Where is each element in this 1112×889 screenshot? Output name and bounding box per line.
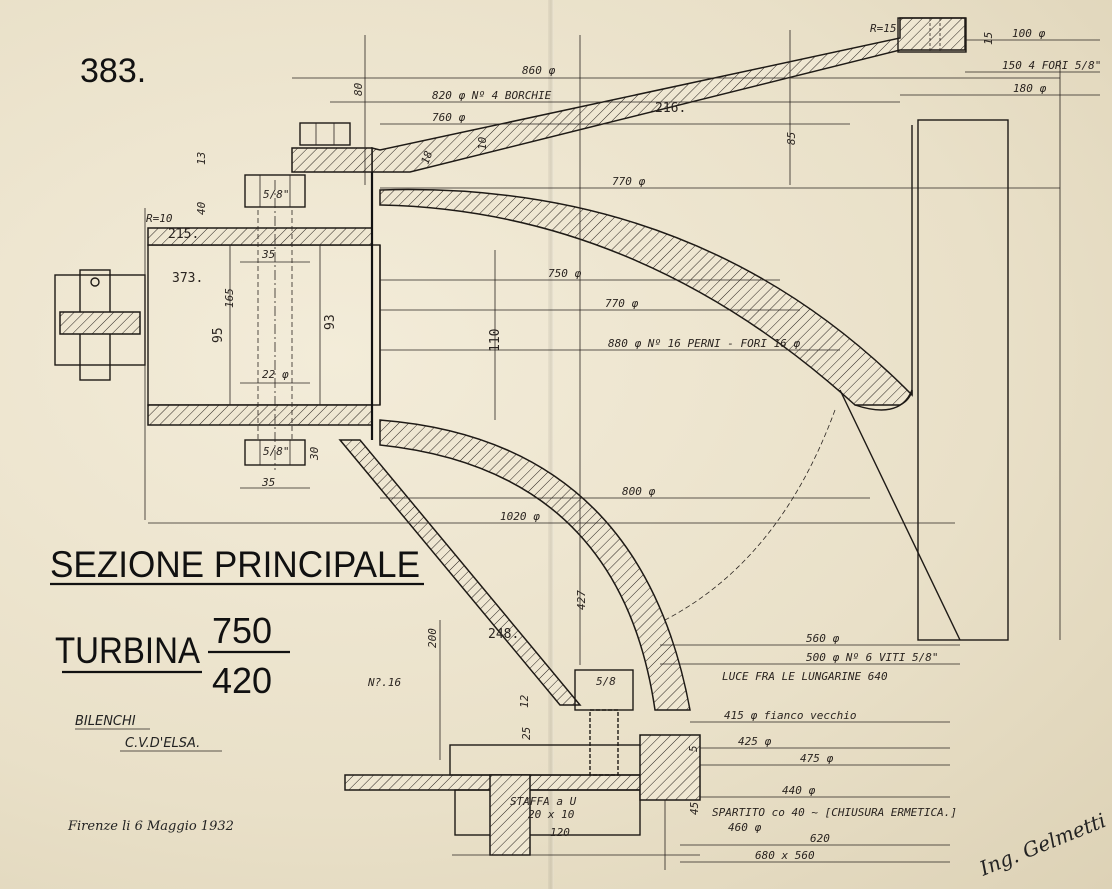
dim-v12: 12 [518,694,531,708]
hub-body [147,244,381,406]
label-np16: N?.16 [367,676,401,689]
date-text: Firenze li 6 Maggio 1932 [67,819,234,834]
dimension-texts: 860 φ 820 φ Nº 4 BORCHIE 760 φ 770 φ 750… [146,22,1101,862]
dim-v165: 165 [223,288,236,308]
label-248: 248. [488,627,519,642]
dimension-lines [144,30,1100,863]
dim-440: 440 φ [782,784,815,797]
signature: Ing. Gelmetti [975,808,1109,881]
dim-770a: 770 φ [612,175,645,188]
dim-v110: 110 [488,329,503,352]
dim-v35bot: 35 [261,476,275,489]
dim-120: 120 [550,826,570,839]
dim-800: 800 φ [622,485,655,498]
label-216: 216. [655,101,686,116]
dim-v10: 10 [476,136,489,150]
dim-750: 750 φ [548,267,581,280]
dim-v5: 5 [687,745,700,752]
dim-v200: 200 [426,628,439,648]
upper-curved-duct [379,188,913,406]
dim-620: 620 [810,832,830,845]
paper-fold [548,0,554,889]
dim-spartito: SPARTITO co 40 ~ [CHIUSURA ERMETICA.] [712,806,957,819]
dim-1020: 1020 φ [500,510,540,523]
dim-760: 760 φ [432,111,465,124]
dim-luce: LUCE FRA LE LUNGARINE 640 [722,670,888,683]
staffa-block [489,774,531,856]
subtitle-prefix: TURBINA [55,630,200,671]
right-housing [917,119,1009,641]
dim-860: 860 φ [522,64,555,77]
dim-150: 150 4 FORI 5/8" [1002,59,1101,72]
dim-770b: 770 φ [605,297,638,310]
location-line2: C.V.D'ELSA. [125,736,200,751]
dim-425: 425 φ [738,735,771,748]
dim-v35top: 35 [261,248,275,261]
diagonal-brace [338,439,582,706]
dim-v85: 85 [785,132,798,145]
dim-475: 475 φ [800,752,833,765]
dim-v58top: 5/8" [263,188,290,201]
subtitle-denominator: 420 [212,660,272,701]
dim-v22: 22 φ [262,368,289,381]
dim-820: 820 φ Nº 4 BORCHIE [432,89,552,102]
subtitle-numerator: 750 [212,610,272,651]
dim-v80: 80 [352,82,365,96]
top-nut [299,122,351,146]
dim-180: 180 φ [1013,82,1046,95]
hub-bottom-plate [147,404,373,426]
dim-r15: R=15 [870,22,897,35]
dim-v58low: 5/8 [596,675,616,688]
dim-100: 100 φ [1012,27,1045,40]
dim-500: 500 φ Nº 6 VITI 5/8" [806,651,938,664]
dim-880: 880 φ Nº 16 PERNI - FORI 16 φ [608,337,800,350]
base-lower-block [454,789,641,836]
drawing-number: 383. [80,52,146,90]
dim-v13: 13 [195,152,208,165]
dim-staffa2: 20 x 10 [528,808,575,821]
dim-v95: 95 [211,327,226,343]
base-flange [449,744,651,776]
dim-r10: R=10 [146,212,173,225]
location-line1: BILENCHI [75,714,136,729]
dim-v18: 18 [419,149,436,166]
dim-415: 415 φ fianco vecchio [724,709,856,722]
dim-staffa: STAFFA a U [510,795,577,808]
dim-v25: 25 [520,727,533,740]
dim-v15: 15 [982,32,995,45]
lower-curved-duct [379,419,691,711]
dim-460: 460 φ [728,821,761,834]
top-bolt-flange-plate [291,147,373,173]
label-215: 215. [168,227,199,242]
dim-v58bot: 5/8" [263,445,290,458]
dim-560: 560 φ [806,632,839,645]
part-labels: 215. 216. 373. 248. N?.16 [168,101,686,689]
dim-680: 680 x 560 [755,849,815,862]
dim-v30: 30 [308,446,321,461]
label-373: 373. [172,271,203,286]
main-title: SEZIONE PRINCIPALE [50,544,420,585]
dim-v45: 45 [688,802,701,815]
top-right-flange [897,17,967,53]
top-cone-flange [371,17,966,173]
dim-v40: 40 [195,201,208,215]
dim-v427: 427 [575,590,588,610]
dim-v93: 93 [323,314,338,330]
